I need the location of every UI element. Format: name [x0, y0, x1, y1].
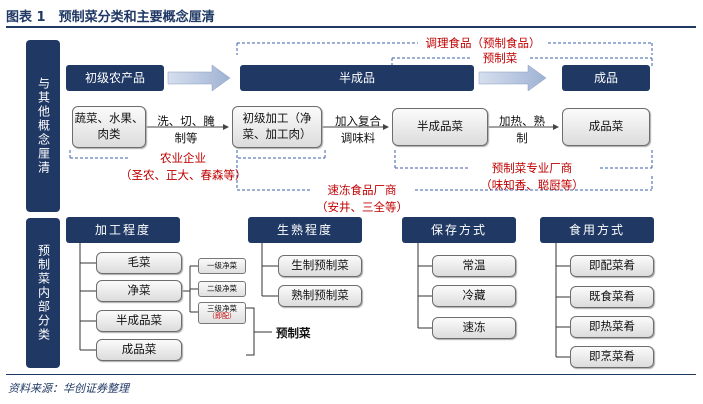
- agri-company-examples: （圣农、正大、春森等）: [120, 167, 247, 182]
- item-ready-to-heat: 即热菜肴: [570, 316, 654, 338]
- level-1: 一级净菜: [198, 258, 246, 274]
- footer-rule: [6, 374, 696, 375]
- box-primary-processing: 初级加工（净菜、加工肉）: [232, 106, 322, 148]
- side-label-internal: 预制菜内部分类: [26, 218, 60, 368]
- label-tiaoli: 调理食品（预制食品）: [425, 36, 541, 50]
- stage-arrow-1: [167, 64, 231, 92]
- item-ready-to-cook: 即烹菜肴: [570, 346, 654, 368]
- cat-processing: 加工程度: [66, 217, 180, 243]
- label-wash-cut: 洗、切、腌制等: [157, 114, 215, 145]
- item-frozen: 速冻: [432, 317, 516, 339]
- label-yzc-factory: 预制菜专业厂商 （味知香、聪厨等）: [462, 160, 602, 193]
- label-yuzhicai-top: 预制菜: [482, 51, 518, 65]
- level-2-label: 二级净菜: [207, 283, 237, 293]
- item-ready-to-mix: 即配菜肴: [570, 255, 654, 277]
- box-veg: 蔬菜、水果、肉类: [72, 106, 146, 148]
- item-ready-to-eat: 既食菜肴: [570, 286, 654, 308]
- level-3-note: （即配）: [208, 312, 236, 321]
- figure-title: 图表 1 预制菜分类和主要概念厘清: [6, 10, 215, 25]
- label-add-seasoning: 加入复合调味料: [335, 114, 381, 145]
- agri-company-name: 农业企业: [160, 151, 206, 165]
- dashed-brackets: [69, 42, 653, 191]
- item-jingcai: 净菜: [96, 280, 182, 302]
- label-agri-company: 农业企业 （圣农、正大、春森等）: [120, 150, 247, 183]
- label-heat: 加热、熟制: [499, 114, 545, 145]
- box-semi-dish: 半成品菜: [392, 108, 488, 146]
- stage-semi: 半成品: [240, 65, 474, 91]
- level-3: 三级净菜 （即配）: [198, 302, 246, 324]
- item-room-temp: 常温: [432, 255, 516, 277]
- level-1-label: 一级净菜: [207, 260, 237, 270]
- cat-cooking: 生熟程度: [248, 217, 362, 243]
- frozen-factory-name: 速冻食品厂商: [327, 183, 397, 197]
- frozen-factory-examples: （安井、三全等）: [316, 199, 408, 214]
- item-cooked-yzc: 熟制预制菜: [278, 285, 362, 307]
- cat-eating: 食用方式: [540, 217, 654, 243]
- yzc-factory-examples: （味知香、聪厨等）: [480, 177, 584, 192]
- label-frozen-factory: 速冻食品厂商 （安井、三全等）: [304, 182, 420, 215]
- stage-farm: 初级农产品: [66, 65, 164, 91]
- yzc-factory-name: 预制菜专业厂商: [491, 161, 573, 175]
- item-semi: 半成品菜: [96, 310, 182, 332]
- stage-final: 成品: [562, 65, 650, 91]
- item-raw-yzc: 生制预制菜: [278, 255, 362, 277]
- item-maocai: 毛菜: [96, 252, 182, 274]
- tree-lines: [79, 243, 570, 358]
- side-label-concepts: 与其他概念厘清: [26, 40, 60, 212]
- label-yzc-bracket: 预制菜: [276, 326, 311, 340]
- level-2: 二级净菜: [198, 281, 246, 297]
- item-final: 成品菜: [96, 339, 182, 361]
- level-3-label: 三级净菜: [207, 303, 237, 313]
- cat-storage: 保存方式: [402, 217, 516, 243]
- title-rule: [6, 26, 696, 28]
- box-final-dish: 成品菜: [562, 108, 650, 146]
- source-note: 资料来源：华创证券整理: [8, 382, 129, 395]
- stage-arrow-2: [478, 64, 547, 92]
- item-chilled: 冷藏: [432, 285, 516, 307]
